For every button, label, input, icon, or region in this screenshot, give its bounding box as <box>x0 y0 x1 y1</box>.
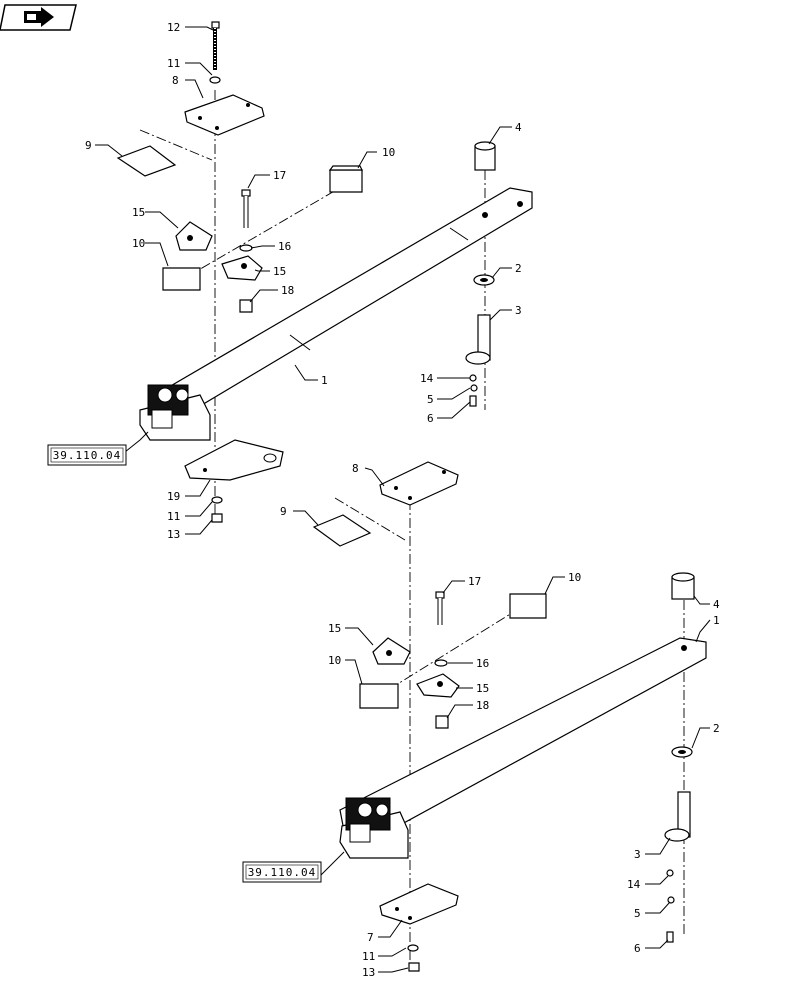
callout-label: 8 <box>352 462 359 475</box>
callout-label: 18 <box>281 284 294 297</box>
callout-label: 12 <box>167 21 180 34</box>
callout-label: 16 <box>476 657 489 670</box>
callout-label: 13 <box>167 528 180 541</box>
callout-label: 5 <box>427 393 434 406</box>
callout-label: 1 <box>713 614 720 627</box>
callout-label: 2 <box>515 262 522 275</box>
bottom-assembly: 39.110.04 8 9 17 10 15 16 10 15 18 4 1 2… <box>242 461 720 979</box>
callout-label: 7 <box>367 931 374 944</box>
callout-label: 4 <box>713 598 720 611</box>
hitch-head-part <box>139 384 211 441</box>
callout-label: 14 <box>627 878 641 891</box>
callout-label: 15 <box>132 206 145 219</box>
callout-label: 3 <box>515 304 522 317</box>
callout-label: 17 <box>468 575 481 588</box>
callout-label: 16 <box>278 240 291 253</box>
callout-label: 5 <box>634 907 641 920</box>
callout-label: 6 <box>427 412 434 425</box>
back-arrow-icon <box>24 7 54 27</box>
reference-label-bottom: 39.110.04 <box>248 866 317 879</box>
callout-label: 13 <box>362 966 375 979</box>
callout-label: 9 <box>280 505 287 518</box>
callout-label: 17 <box>273 169 286 182</box>
callout-label: 3 <box>634 848 641 861</box>
callout-label: 14 <box>420 372 434 385</box>
callout-label: 15 <box>273 265 286 278</box>
callout-label: 11 <box>167 57 180 70</box>
hitch-head-part <box>339 797 409 859</box>
callout-label: 11 <box>167 510 180 523</box>
callout-label: 9 <box>85 139 92 152</box>
callout-label: 10 <box>382 146 395 159</box>
callout-label: 8 <box>172 74 179 87</box>
callout-label: 18 <box>476 699 489 712</box>
callout-label: 2 <box>713 722 720 735</box>
callout-label: 15 <box>476 682 489 695</box>
callout-label: 19 <box>167 490 180 503</box>
reference-label-top: 39.110.04 <box>53 449 122 462</box>
callout-label: 15 <box>328 622 341 635</box>
callout-label: 6 <box>634 942 641 955</box>
top-assembly: 39.110.04 12 11 8 9 4 10 17 15 10 16 15 … <box>47 21 533 541</box>
callout-label: 10 <box>328 654 341 667</box>
callout-label: 11 <box>362 950 375 963</box>
callout-label: 10 <box>132 237 145 250</box>
nav-button[interactable] <box>0 4 77 31</box>
callout-label: 10 <box>568 571 581 584</box>
callout-label: 1 <box>321 374 328 387</box>
callout-label: 4 <box>515 121 522 134</box>
bolt-part <box>211 21 220 70</box>
